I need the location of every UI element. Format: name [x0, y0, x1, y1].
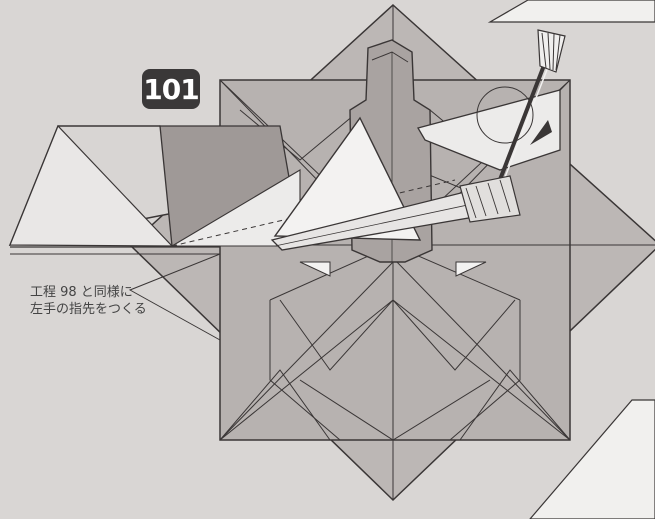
instruction-line-2: 左手の指先をつくる	[30, 301, 147, 318]
step-number: 101	[143, 73, 198, 106]
next-step-fragment-top	[490, 0, 655, 22]
step-number-badge: 101	[142, 69, 200, 109]
instruction-line-1: 工程 98 と同様に	[30, 284, 147, 301]
instruction-note: 工程 98 と同様に 左手の指先をつくる	[30, 284, 147, 318]
